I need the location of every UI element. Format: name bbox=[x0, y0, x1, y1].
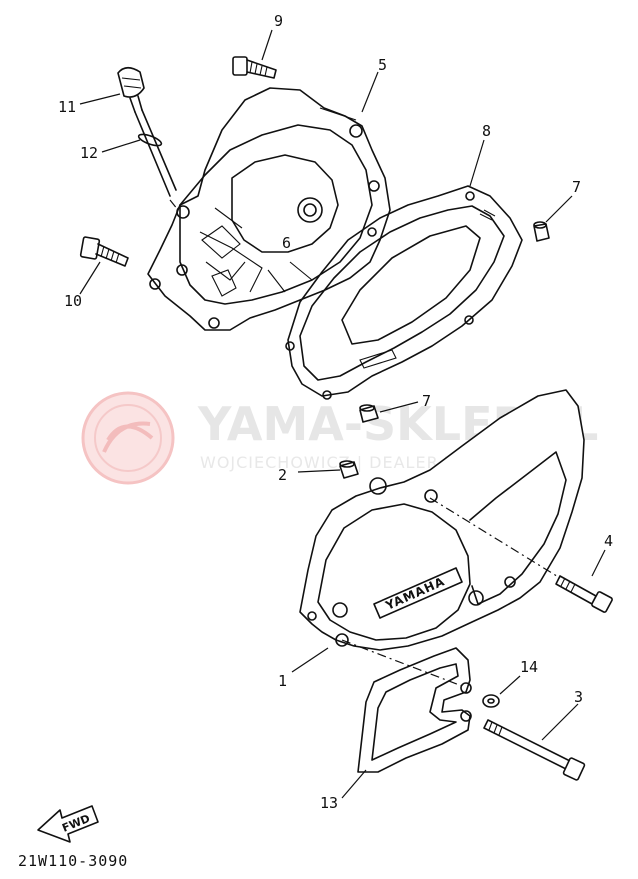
dowel-pin-2 bbox=[339, 460, 359, 479]
callout-2: 2 bbox=[278, 466, 287, 484]
callout-11: 11 bbox=[58, 98, 76, 116]
bolt-10 bbox=[79, 236, 129, 267]
callout-5: 5 bbox=[378, 56, 387, 74]
bolt-9 bbox=[232, 56, 277, 79]
forward-arrow: FWD bbox=[37, 805, 99, 843]
o-ring-12 bbox=[137, 133, 163, 147]
alignment-lines bbox=[169, 199, 561, 687]
protector-13 bbox=[357, 647, 472, 773]
callout-6: 6 bbox=[282, 234, 291, 252]
oil-filler-plug-11 bbox=[117, 66, 177, 197]
diagram-code: 21W110-3090 bbox=[18, 852, 128, 870]
bolt-3 bbox=[483, 719, 586, 781]
callout-8: 8 bbox=[482, 122, 491, 140]
dowel-pin-7-top bbox=[533, 221, 550, 242]
gasket-8 bbox=[285, 185, 523, 400]
callout-labels: 9 5 11 12 8 7 6 10 7 2 4 1 14 3 13 bbox=[58, 12, 613, 812]
callout-13: 13 bbox=[320, 794, 338, 812]
callout-3: 3 bbox=[574, 688, 583, 706]
callout-9: 9 bbox=[274, 12, 283, 30]
callout-14: 14 bbox=[520, 658, 538, 676]
callout-7-top: 7 bbox=[572, 178, 581, 196]
crankcase-cover-5 bbox=[147, 87, 391, 331]
callout-10: 10 bbox=[64, 292, 82, 310]
dowel-pin-7-bottom bbox=[359, 404, 379, 423]
bolt-4 bbox=[555, 575, 613, 613]
outer-crankcase-cover-1: YAMAHA bbox=[299, 389, 585, 651]
callout-1: 1 bbox=[278, 672, 287, 690]
washer-14 bbox=[482, 694, 500, 708]
callout-7-bottom: 7 bbox=[422, 392, 431, 410]
leader-lines bbox=[79, 29, 606, 799]
callout-4: 4 bbox=[604, 532, 613, 550]
callout-12: 12 bbox=[80, 144, 98, 162]
emblem-plate bbox=[373, 567, 463, 619]
